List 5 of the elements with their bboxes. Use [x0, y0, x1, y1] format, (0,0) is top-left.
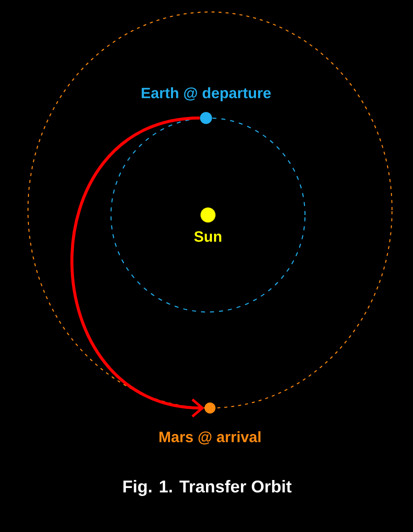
node-label: Earth @ departure	[142, 87, 271, 102]
transfer-arc	[70, 116, 204, 418]
node-label: Sun	[194, 231, 222, 242]
node-label: Mars @ arrival	[159, 431, 260, 444]
caption: Fig. 1. Transfer Orbit	[123, 480, 292, 496]
